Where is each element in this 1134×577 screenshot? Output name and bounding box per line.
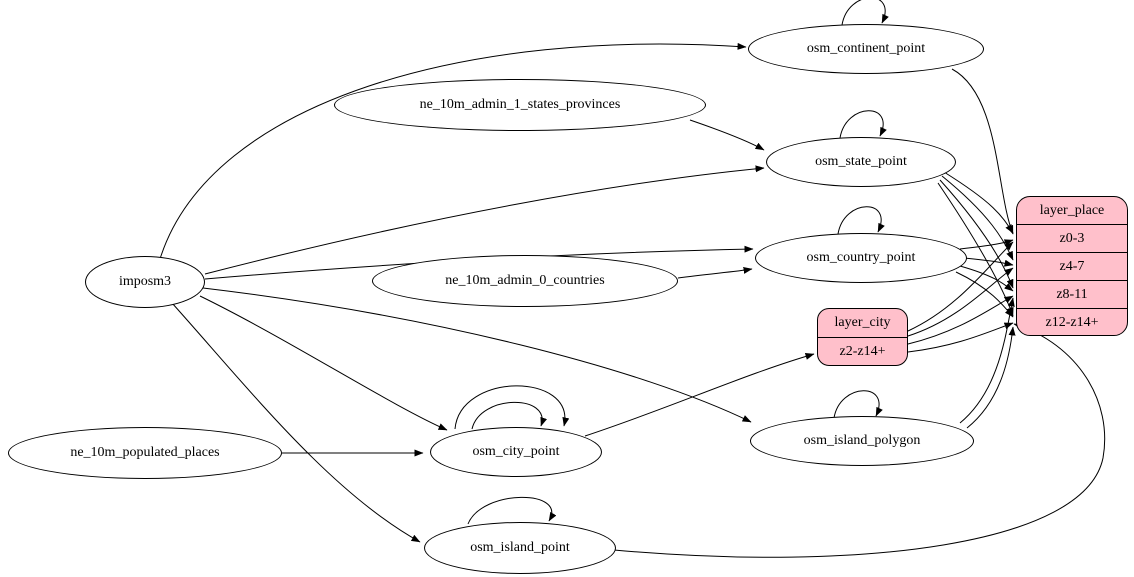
self-loop-osm-country-point xyxy=(837,206,885,235)
edge-imposm3-to-osm-island-point xyxy=(171,302,421,543)
node-osm-state-point-label: osm_state_point xyxy=(815,154,907,169)
edge-osm-state-point-to-z4-7 xyxy=(941,175,1014,261)
edge-ne-10m-admin-1-to-osm-state-point xyxy=(689,119,765,151)
record-layer-place-title: layer_place xyxy=(1039,202,1105,218)
record-layer-city: layer_city z2-z14+ xyxy=(817,308,908,366)
edge-osm-state-point-to-z0-3 xyxy=(943,171,1014,234)
record-layer-place-row-z4-7: z4-7 xyxy=(1017,252,1127,280)
record-layer-city-row-z2-z14: z2-z14+ xyxy=(818,337,907,365)
node-ne-10m-populated-places-label: ne_10m_populated_places xyxy=(70,445,220,460)
node-osm-city-point-label: osm_city_point xyxy=(472,444,560,459)
node-osm-country-point-label: osm_country_point xyxy=(806,250,916,265)
node-osm-island-point-label: osm_island_point xyxy=(470,540,570,555)
self-loop-osm-state-point xyxy=(839,110,887,139)
record-layer-place: layer_place z0-3 z4-7 z8-11 z12-z14+ xyxy=(1016,196,1128,336)
edge-layer-city-to-z4-7 xyxy=(907,267,1014,337)
edge-osm-state-point-to-z8-11 xyxy=(939,179,1014,289)
node-osm-island-polygon: osm_island_polygon xyxy=(750,416,974,466)
edge-osm-continent-point-to-z0-3 xyxy=(951,68,1014,235)
edge-layer-city-to-z0-3 xyxy=(907,241,1014,332)
node-ne-10m-populated-places: ne_10m_populated_places xyxy=(8,427,282,479)
node-osm-continent-point: osm_continent_point xyxy=(748,24,984,74)
node-ne-10m-admin-1-states-provinces-label: ne_10m_admin_1_states_provinces xyxy=(419,97,621,112)
node-osm-country-point: osm_country_point xyxy=(755,233,967,283)
record-layer-place-row-z0-3: z0-3 xyxy=(1017,224,1127,252)
node-osm-island-polygon-label: osm_island_polygon xyxy=(803,433,921,448)
edge-imposm3-to-osm-state-point xyxy=(204,165,765,275)
edge-imposm3-to-osm-island-polygon xyxy=(202,287,752,423)
edge-osm-country-point-to-z8-11 xyxy=(959,265,1014,292)
node-osm-continent-point-label: osm_continent_point xyxy=(806,41,926,56)
self-loop-osm-island-polygon xyxy=(833,390,883,419)
edge-imposm3-to-osm-city-point xyxy=(199,295,448,431)
node-ne-10m-admin-0-countries: ne_10m_admin_0_countries xyxy=(372,255,678,307)
node-ne-10m-admin-1-states-provinces: ne_10m_admin_1_states_provinces xyxy=(334,79,706,131)
node-osm-state-point: osm_state_point xyxy=(766,137,956,187)
edge-osm-island-polygon-to-z8-11 xyxy=(959,297,1015,424)
record-layer-city-title: layer_city xyxy=(834,315,891,330)
node-imposm3-label: imposm3 xyxy=(118,274,172,289)
node-imposm3: imposm3 xyxy=(85,256,205,308)
edge-osm-city-point-to-layer-city xyxy=(584,353,815,437)
edge-imposm3-to-osm-continent-point xyxy=(159,42,747,260)
self-loop-osm-island-point xyxy=(467,496,557,525)
node-osm-island-point: osm_island_point xyxy=(424,522,616,574)
node-osm-city-point: osm_city_point xyxy=(430,427,602,477)
record-layer-place-row-z8-11: z8-11 xyxy=(1017,280,1127,308)
self-loop-osm-continent-point xyxy=(841,0,889,26)
record-layer-place-row-z12-z14: z12-z14+ xyxy=(1017,308,1127,336)
edge-osm-island-polygon-to-z12-z14 xyxy=(966,326,1016,429)
edge-layer-city-to-z12-z14 xyxy=(907,322,1014,353)
edge-osm-country-point-to-z0-3 xyxy=(959,239,1014,250)
self-loop-osm-city-point-outer xyxy=(454,385,570,430)
edge-ne-10m-admin-0-to-osm-country-point xyxy=(677,266,753,279)
edge-osm-island-point-to-z12-z14 xyxy=(613,323,1106,558)
self-loop-osm-city-point-inner xyxy=(471,401,548,430)
edge-layer-city-to-z8-11 xyxy=(907,295,1014,345)
node-ne-10m-admin-0-countries-label: ne_10m_admin_0_countries xyxy=(445,273,605,288)
edge-osm-country-point-to-z4-7 xyxy=(963,257,1014,267)
